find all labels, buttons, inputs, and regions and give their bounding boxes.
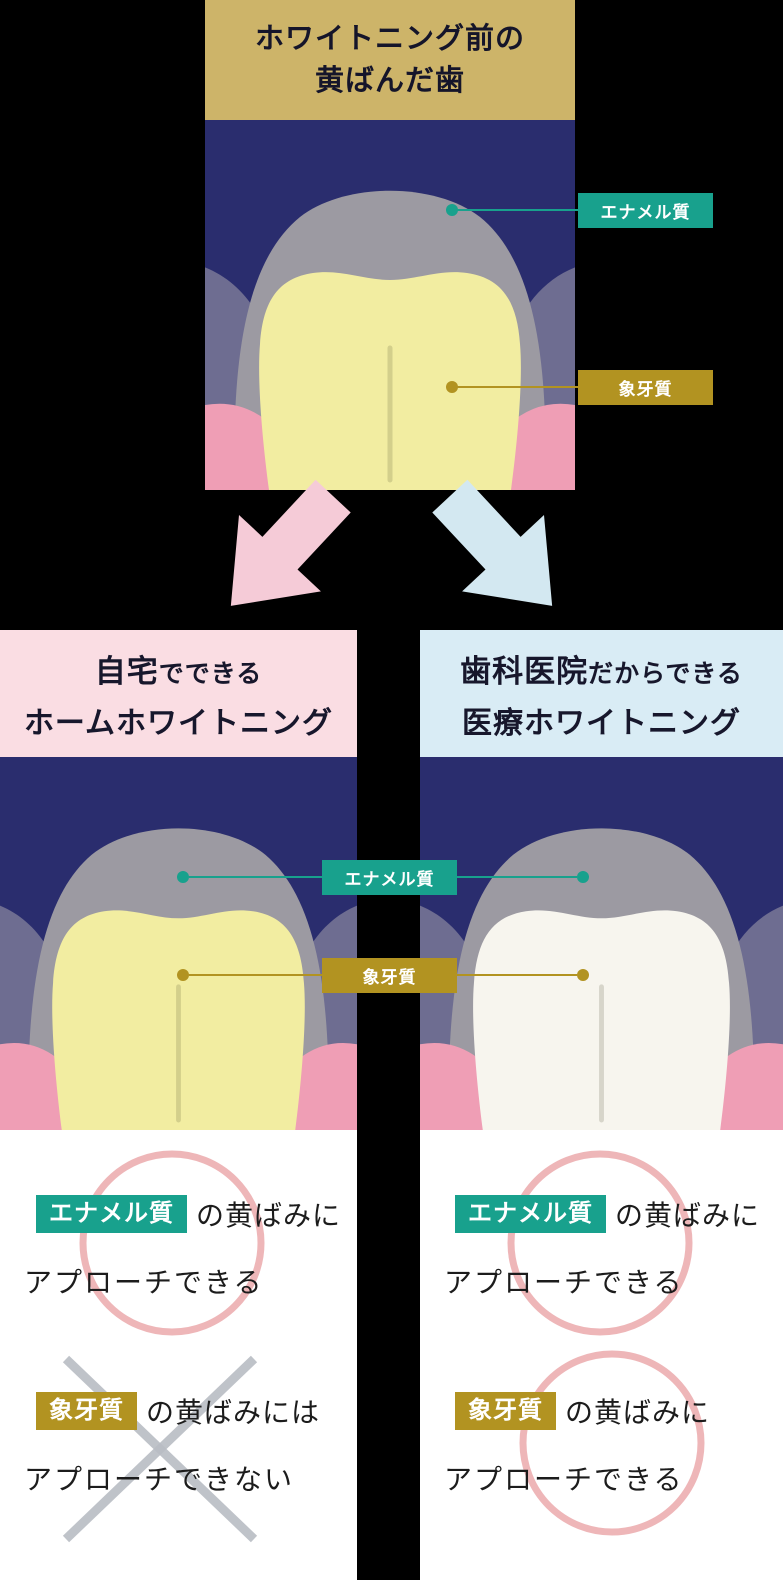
- enamel-label-badge: エナメル質: [578, 193, 713, 228]
- before-title-line2: 黄ばんだ歯: [314, 65, 465, 97]
- home-whitening-header: 自宅でできる ホームホワイトニング: [0, 630, 357, 757]
- clinic-dentin-result: 象牙質 の黄ばみに アプローチできる: [420, 1350, 783, 1580]
- mid-enamel-line-right: [457, 876, 577, 878]
- circle-mark-icon: [519, 1350, 705, 1536]
- clinic-header-big: 歯科医院: [460, 653, 589, 689]
- clinic-enamel-result: エナメル質 の黄ばみに アプローチできる: [420, 1130, 783, 1355]
- dentin-label-badge: 象牙質: [578, 370, 713, 405]
- before-title-line1: ホワイトニング前の: [254, 22, 525, 55]
- clinic-dentin-result-line1: 象牙質 の黄ばみに: [455, 1391, 710, 1431]
- mid-enamel-label-badge: エナメル質: [322, 860, 457, 895]
- dentin-badge: 象牙質: [36, 1392, 137, 1430]
- enamel-pointer-line: [452, 209, 578, 211]
- before-title-banner: ホワイトニング前の 黄ばんだ歯: [205, 0, 575, 120]
- clinic-header-small: だからできる: [588, 659, 743, 688]
- clinic-header-line2: 医療ホワイトニング: [462, 706, 741, 740]
- mid-dentin-dot-left: [177, 969, 189, 981]
- dentin-badge: 象牙質: [455, 1392, 556, 1430]
- home-dentin-result-line1: 象牙質 の黄ばみには: [36, 1391, 320, 1431]
- home-header-big: 自宅: [94, 653, 159, 689]
- home-tooth-illustration: [0, 757, 357, 1130]
- home-results-panel: エナメル質 の黄ばみに アプローチできる 象牙質 の黄ばみには アプローチできな…: [0, 1130, 357, 1580]
- cross-mark-icon: [62, 1355, 258, 1543]
- mid-dentin-label-badge: 象牙質: [322, 958, 457, 993]
- clinic-results-panel: エナメル質 の黄ばみに アプローチできる 象牙質 の黄ばみに アプローチできる: [420, 1130, 783, 1580]
- down-left-arrow-icon: [230, 479, 351, 606]
- result-suffix: の黄ばみには: [146, 1397, 321, 1428]
- circle-mark-icon: [507, 1150, 693, 1336]
- result-suffix: の黄ばみに: [565, 1397, 711, 1428]
- clinic-enamel-result-line1: エナメル質 の黄ばみに: [455, 1194, 760, 1234]
- clinic-dentin-result-line2: アプローチできる: [444, 1464, 684, 1495]
- before-tooth-illustration: [205, 120, 575, 490]
- clinic-tooth-illustration: [420, 757, 783, 1130]
- clinic-enamel-result-line2: アプローチできる: [444, 1267, 684, 1298]
- enamel-badge: エナメル質: [455, 1195, 606, 1233]
- mid-dentin-line-left: [189, 974, 322, 976]
- home-enamel-result: エナメル質 の黄ばみに アプローチできる: [0, 1130, 357, 1355]
- clinic-whitening-header: 歯科医院だからできる 医療ホワイトニング: [420, 630, 783, 757]
- dentin-pointer-line: [452, 386, 578, 388]
- enamel-badge: エナメル質: [36, 1195, 187, 1233]
- clinic-header-line1: 歯科医院だからできる: [460, 646, 743, 691]
- result-suffix: の黄ばみに: [196, 1200, 342, 1231]
- home-dentin-result: 象牙質 の黄ばみには アプローチできない: [0, 1355, 357, 1580]
- mid-enamel-dot-right: [577, 871, 589, 883]
- home-enamel-result-line2: アプローチできる: [24, 1267, 264, 1298]
- mid-dentin-line-right: [457, 974, 577, 976]
- home-enamel-result-line1: エナメル質 の黄ばみに: [36, 1194, 341, 1234]
- circle-mark-icon: [79, 1150, 265, 1336]
- mid-dentin-dot-right: [577, 969, 589, 981]
- home-header-line1: 自宅でできる: [95, 646, 263, 691]
- mid-enamel-dot-left: [177, 871, 189, 883]
- home-header-small: でできる: [158, 659, 263, 688]
- result-suffix: の黄ばみに: [615, 1200, 761, 1231]
- home-dentin-result-line2: アプローチできない: [24, 1464, 295, 1495]
- mid-enamel-line-left: [189, 876, 322, 878]
- down-right-arrow-icon: [432, 479, 553, 606]
- home-header-line2: ホームホワイトニング: [23, 706, 334, 740]
